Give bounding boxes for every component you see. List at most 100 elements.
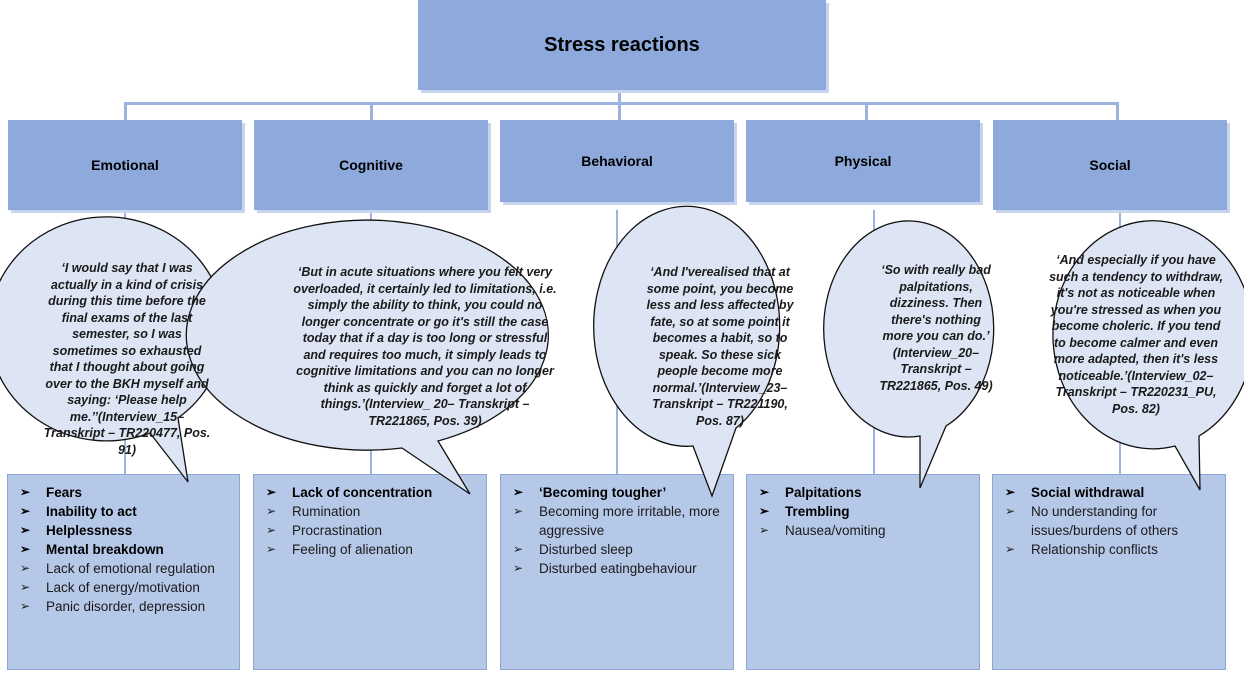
list-item-text: Social withdrawal xyxy=(1031,485,1145,500)
arrow-bullet-icon: ➢ xyxy=(20,580,31,594)
items-social: ➢ Social withdrawal ➢ No understanding for … xyxy=(992,474,1226,670)
list-item: ➢ Lack of energy/motivation xyxy=(18,578,229,597)
list-item-text: Lack of concentration xyxy=(292,485,433,500)
arrow-bullet-icon: ➢ xyxy=(759,504,770,518)
list-item: ➢ Mental breakdown xyxy=(18,540,229,559)
list-item-text: Fears xyxy=(46,485,83,500)
bubble-behavioral xyxy=(593,205,781,498)
list-item-text: Nausea/vomiting xyxy=(785,523,886,538)
connector-trunk xyxy=(618,90,621,104)
arrow-bullet-icon: ➢ xyxy=(266,504,277,518)
list-item-text: Lack of energy/motivation xyxy=(46,580,200,595)
connector-behavioral xyxy=(618,102,621,120)
category-behavioral-title: Behavioral xyxy=(581,153,653,169)
list-item: ➢ Becoming more irritable, more aggressiv… xyxy=(511,502,723,540)
list-item: ➢ Trembling xyxy=(757,502,969,521)
arrow-bullet-icon: ➢ xyxy=(20,561,31,575)
items-cognitive: ➢ Lack of concentration ➢ Rumination ➢ Procra… xyxy=(253,474,487,670)
list-item: ➢ Lack of emotional regulation xyxy=(18,559,229,578)
list-item-text: Trembling xyxy=(785,504,850,519)
category-cognitive: Cognitive xyxy=(254,120,488,210)
category-physical: Physical xyxy=(746,120,980,202)
list-item-text: No understanding for issues/burdens of o… xyxy=(1031,504,1179,538)
list-item-text: Palpitations xyxy=(785,485,862,500)
list-item-text: Feeling of alienation xyxy=(292,542,413,557)
arrow-bullet-icon: ➢ xyxy=(1005,542,1016,556)
quote-physical: ‘So with really bad palpitations, dizzin… xyxy=(879,263,993,393)
arrow-bullet-icon: ➢ xyxy=(513,485,524,499)
list-item: ➢ No understanding for issues/burdens of … xyxy=(1003,502,1215,540)
list-item-text: Procrastination xyxy=(292,523,383,538)
list-item-text: Relationship conflicts xyxy=(1031,542,1158,557)
bubble-social xyxy=(1052,220,1244,491)
list-item: ➢ Fears xyxy=(18,483,229,502)
quote-cognitive: ‘But in acute situations where you felt … xyxy=(293,265,557,428)
connector-cognitive xyxy=(370,102,373,120)
arrow-bullet-icon: ➢ xyxy=(1005,485,1016,499)
list-item: ➢ Relationship conflicts xyxy=(1003,540,1215,559)
list-item: ➢ Feeling of alienation xyxy=(264,540,476,559)
list-item-text: Inability to act xyxy=(46,504,137,519)
category-emotional: Emotional xyxy=(8,120,242,210)
arrow-bullet-icon: ➢ xyxy=(266,523,277,537)
category-social-title: Social xyxy=(1089,157,1131,173)
arrow-bullet-icon: ➢ xyxy=(266,485,277,499)
arrow-bullet-icon: ➢ xyxy=(20,485,31,499)
list-item: ➢ ‘Becoming tougher’ xyxy=(511,483,723,502)
category-social: Social xyxy=(993,120,1227,210)
list-item-text: Rumination xyxy=(292,504,361,519)
list-item: ➢ Procrastination xyxy=(264,521,476,540)
arrow-bullet-icon: ➢ xyxy=(513,542,524,556)
list-item-text: Panic disorder, depression xyxy=(46,599,206,614)
list-item-text: Disturbed sleep xyxy=(539,542,633,557)
items-emotional: ➢ Fears ➢ Inability to act ➢ Helplessness ➢ Men… xyxy=(7,474,240,670)
list-item: ➢ Disturbed eatingbehaviour xyxy=(511,559,723,578)
quote-social: ‘And especially if you have such a tende… xyxy=(1049,253,1223,416)
arrow-bullet-icon: ➢ xyxy=(20,504,31,518)
list-item-text: Disturbed eatingbehaviour xyxy=(539,561,697,576)
quote-emotional: ‘I would say that I was actually in a ki… xyxy=(43,261,211,457)
list-item: ➢ Palpitations xyxy=(757,483,969,502)
arrow-bullet-icon: ➢ xyxy=(759,485,770,499)
category-behavioral: Behavioral xyxy=(500,120,734,202)
arrow-bullet-icon: ➢ xyxy=(513,561,524,575)
list-item: ➢ Helplessness xyxy=(18,521,229,540)
list-behavioral: ➢ ‘Becoming tougher’ ➢ Becoming more irrita… xyxy=(511,483,723,578)
arrow-bullet-icon: ➢ xyxy=(759,523,770,537)
list-item-text: Helplessness xyxy=(46,523,133,538)
list-item: ➢ Nausea/vomiting xyxy=(757,521,969,540)
category-cognitive-title: Cognitive xyxy=(339,157,403,173)
list-item: ➢ Lack of concentration xyxy=(264,483,476,502)
bubble-physical xyxy=(823,220,995,489)
list-cognitive: ➢ Lack of concentration ➢ Rumination ➢ Procra… xyxy=(264,483,476,559)
list-item: ➢ Inability to act xyxy=(18,502,229,521)
arrow-bullet-icon: ➢ xyxy=(20,542,31,556)
list-item-text: ‘Becoming tougher’ xyxy=(539,485,667,500)
arrow-bullet-icon: ➢ xyxy=(266,542,277,556)
category-emotional-title: Emotional xyxy=(91,157,159,173)
connector-emotional xyxy=(124,102,127,120)
root-node: Stress reactions xyxy=(418,0,826,90)
arrow-bullet-icon: ➢ xyxy=(20,599,31,613)
arrow-bullet-icon: ➢ xyxy=(1005,504,1016,518)
quote-behavioral: ‘And I'verealised that at some point, yo… xyxy=(646,265,794,428)
list-item: ➢ Rumination xyxy=(264,502,476,521)
list-emotional: ➢ Fears ➢ Inability to act ➢ Helplessness ➢ Men… xyxy=(18,483,229,616)
list-item: ➢ Disturbed sleep xyxy=(511,540,723,559)
items-behavioral: ➢ ‘Becoming tougher’ ➢ Becoming more irrita… xyxy=(500,474,734,670)
items-physical: ➢ Palpitations ➢ Trembling ➢ Nausea/vomiting xyxy=(746,474,980,670)
list-item-text: Lack of emotional regulation xyxy=(46,561,215,576)
list-item: ➢ Social withdrawal xyxy=(1003,483,1215,502)
arrow-bullet-icon: ➢ xyxy=(513,504,524,518)
arrow-bullet-icon: ➢ xyxy=(20,523,31,537)
list-item: ➢ Panic disorder, depression xyxy=(18,597,229,616)
list-item-text: Becoming more irritable, more aggressive xyxy=(539,504,720,538)
connector-social xyxy=(1116,102,1119,120)
bubble-cognitive xyxy=(185,219,549,495)
connector-physical xyxy=(865,102,868,120)
root-title: Stress reactions xyxy=(544,33,700,56)
list-physical: ➢ Palpitations ➢ Trembling ➢ Nausea/vomiting xyxy=(757,483,969,540)
list-social: ➢ Social withdrawal ➢ No understanding for … xyxy=(1003,483,1215,559)
list-item-text: Mental breakdown xyxy=(46,542,164,557)
